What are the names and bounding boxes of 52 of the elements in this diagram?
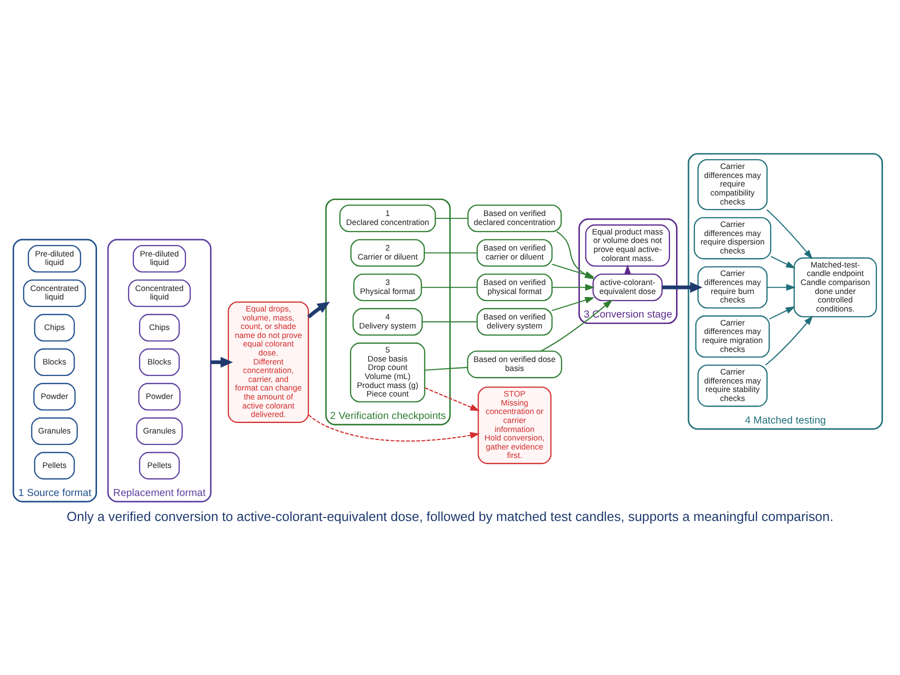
node-box: Blocks <box>139 348 180 376</box>
arrow <box>308 414 480 442</box>
arrow <box>210 356 233 368</box>
connector <box>422 320 477 322</box>
node-box: Powder <box>138 382 181 410</box>
node-box: Chips <box>139 313 180 342</box>
node-box: Carrier differences may require compatibility checks <box>697 158 768 210</box>
arrow <box>307 301 330 318</box>
node-box: Equal drops, volume, mass, count, or shade name do not prove equal colorant dose. Different concentration, carrier, and format can change the amount of active colorant delivered. <box>228 300 309 422</box>
node-box: Concentrated liquid <box>128 278 191 307</box>
node-box: Matched-test-candle endpoint Candle comparison done under controlled conditions. <box>794 256 877 317</box>
arrow <box>662 281 702 292</box>
node-box: Based on verified dose basis <box>467 350 562 378</box>
node-box: Pre-diluted liquid <box>132 244 186 272</box>
node-box: Pre-diluted liquid <box>28 244 82 272</box>
node-box: 3 Physical format <box>353 273 422 301</box>
node-box: Blocks <box>34 348 75 376</box>
arrow <box>424 386 480 410</box>
node-box: Powder <box>33 382 76 410</box>
node-box: Pellets <box>34 451 75 479</box>
node-box: Carrier differences may require migration checks <box>695 314 770 358</box>
node-box: Concentrated liquid <box>23 278 86 307</box>
node-box: Granules <box>31 416 78 444</box>
node-box: Granules <box>136 416 183 444</box>
node-box: Based on verified delivery system <box>476 308 553 336</box>
node-box: Chips <box>34 313 75 342</box>
node-box: 4 Delivery system <box>352 308 423 336</box>
node-box: Carrier differences may require stability checks <box>697 364 768 406</box>
connector <box>424 366 468 370</box>
arrow <box>552 263 595 278</box>
node-box: Based on verified declared concentration <box>467 204 562 232</box>
arrow <box>767 284 796 290</box>
node-box: Carrier differences may require burn checks <box>697 266 768 308</box>
arrow <box>552 284 595 290</box>
arrow <box>766 208 813 259</box>
node-box: Carrier differences may require dispersion checks <box>694 216 772 259</box>
caption: Only a verified conversion to active-colorant-equivalent dose, followed by matched test candles, supports a meaningful comparison. <box>66 508 834 524</box>
node-box: 5 Dose basis Drop count Volume (mL) Product mass (g) Piece count <box>350 342 426 402</box>
node-box: Pellets <box>139 451 180 479</box>
connector <box>424 252 477 253</box>
connector <box>422 286 478 288</box>
node-box: Based on verified carrier or diluent <box>476 238 553 266</box>
node-box: 1 Declared concentration <box>339 204 436 232</box>
node-box: 2 Carrier or diluent <box>350 238 425 266</box>
arrow <box>769 306 796 320</box>
arrow <box>770 256 796 268</box>
arrow <box>552 296 595 310</box>
node-box: Based on verified physical format <box>476 273 553 301</box>
node-box: STOP Missing concentration or carrier information Hold conversion, gather evidence first. <box>478 386 552 464</box>
connector <box>435 217 468 218</box>
node-box: Equal product mass or volume does not prove equal active-colorant mass. <box>585 224 670 266</box>
arrow <box>765 315 813 365</box>
